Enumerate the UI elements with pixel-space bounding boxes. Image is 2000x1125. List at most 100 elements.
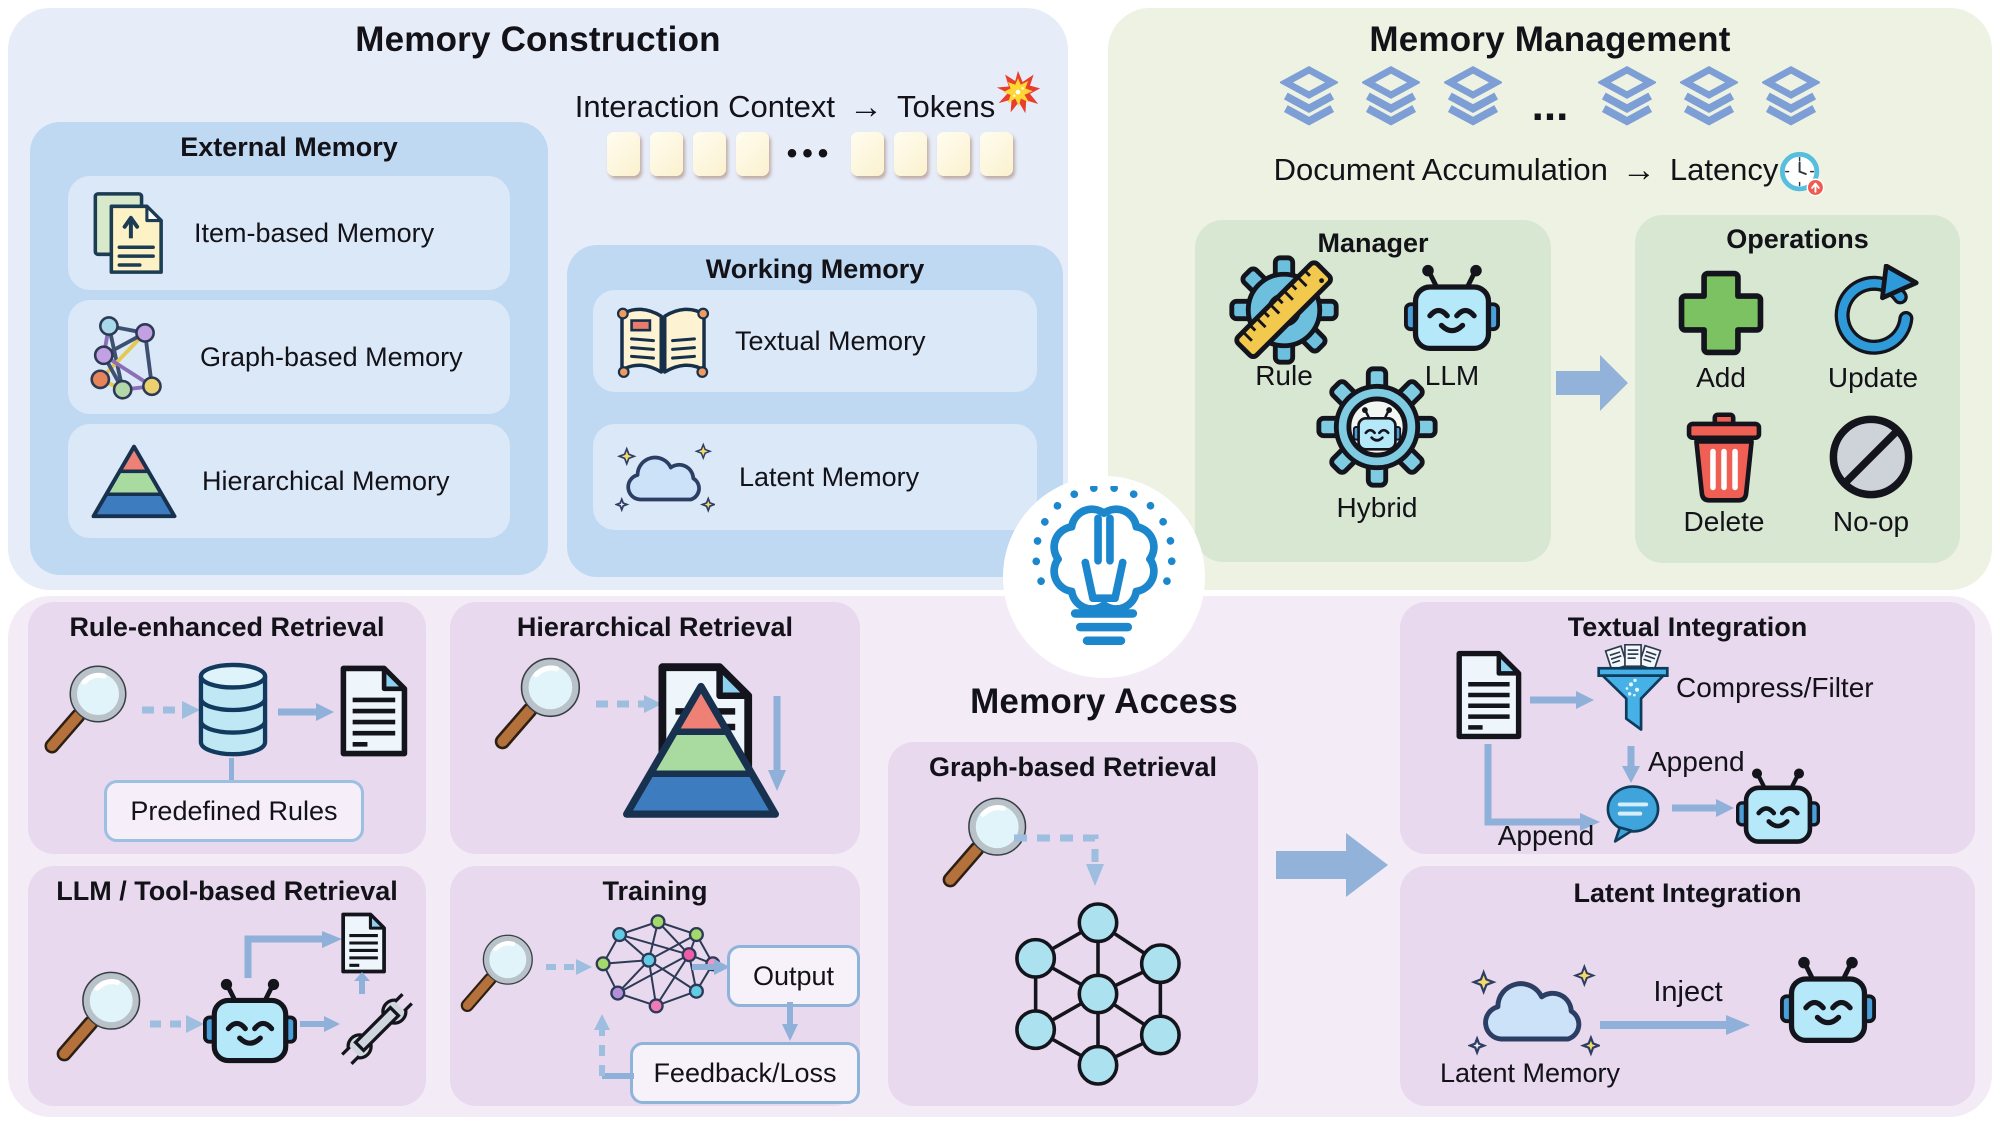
token	[894, 132, 928, 176]
token	[606, 132, 640, 176]
stacked-pages-icon	[90, 188, 170, 278]
memory-management-title: Memory Management	[1369, 20, 1731, 59]
solid-arrow	[278, 703, 334, 721]
operations-box	[1635, 215, 1960, 563]
robot-icon	[203, 976, 297, 1070]
textual-memory-row: Textual Memory	[593, 290, 1037, 392]
robot-icon	[1736, 766, 1820, 850]
access-to-integration-arrow	[1276, 833, 1388, 897]
manager-title: Manager	[1317, 228, 1429, 258]
operations-title: Operations	[1726, 224, 1869, 254]
brain-bulb-icon	[1019, 486, 1189, 656]
feedback-pill: Feedback/Loss	[630, 1042, 860, 1104]
robot-icon	[1404, 262, 1500, 358]
solid-arrow	[300, 1016, 340, 1032]
graph-retrieval-title: Graph-based Retrieval	[928, 752, 1218, 782]
textual-memory-label: Textual Memory	[735, 325, 926, 356]
funnel-icon	[1596, 644, 1670, 745]
solid-arrow	[692, 959, 730, 975]
add-label: Add	[1696, 362, 1746, 393]
sparkle-cloud-icon	[615, 438, 715, 517]
hybrid-label: Hybrid	[1336, 492, 1418, 523]
colorful-network-icon	[90, 314, 176, 400]
document-layers-row: ...	[1108, 66, 1992, 130]
item-based-memory-label: Item-based Memory	[194, 217, 435, 248]
no-entry-icon	[1824, 410, 1918, 504]
dashed-arrow	[596, 695, 662, 713]
circular-arrow-icon	[1826, 264, 1920, 358]
document-accumulation-line: Document Accumulation → Latency	[1108, 146, 1992, 194]
inject-label: Inject	[1653, 976, 1723, 1008]
document-icon	[338, 912, 388, 974]
layers-icon	[1444, 66, 1502, 126]
rule-label: Rule	[1255, 360, 1313, 391]
graph-based-memory-row: Graph-based Memory	[68, 300, 510, 414]
compress-filter-label: Compress/Filter	[1676, 672, 1874, 703]
token	[851, 132, 885, 176]
magnifier-icon	[488, 650, 592, 754]
plus-icon	[1674, 266, 1768, 360]
layers-icon	[1598, 66, 1656, 126]
solid-arrow	[1672, 799, 1734, 817]
inject-arrow	[1600, 1015, 1750, 1035]
predefined-rules-pill: Predefined Rules	[104, 780, 364, 842]
layers-icon	[1280, 66, 1338, 126]
feedback-label: Feedback/Loss	[653, 1057, 837, 1088]
output-label: Output	[752, 960, 835, 991]
delete-label: Delete	[1683, 506, 1765, 537]
gear-ruler-icon	[1226, 252, 1342, 368]
down-arrow	[782, 1002, 798, 1041]
dashed-elbow-arrow	[1014, 834, 1104, 886]
token	[692, 132, 726, 176]
update-label: Update	[1827, 362, 1919, 393]
alarm-clock-icon	[1778, 150, 1826, 198]
dashed-arrow	[150, 1015, 204, 1033]
layers-icon	[1762, 66, 1820, 126]
llm-tool-retrieval-title: LLM / Tool-based Retrieval	[56, 876, 398, 906]
down-arrow	[1622, 746, 1640, 783]
hexagon-graph-icon	[1000, 896, 1196, 1092]
llm-label: LLM	[1424, 360, 1480, 391]
interaction-context-label: Interaction Context	[574, 89, 835, 124]
feedback-elbow-arrow	[594, 1014, 634, 1079]
latency-label: Latency	[1669, 152, 1779, 187]
memory-access-title: Memory Access	[970, 682, 1238, 721]
memory-construction-title: Memory Construction	[355, 20, 721, 59]
document-accumulation-label: Document Accumulation	[1273, 152, 1608, 187]
gear-robot-icon	[1314, 364, 1440, 490]
layers-ellipsis: ...	[1531, 81, 1569, 130]
latent-memory-caption: Latent Memory	[1439, 1058, 1621, 1088]
latent-integration-box	[1400, 866, 1975, 1106]
up-arrow	[354, 972, 370, 994]
chat-bubble-icon	[1600, 780, 1666, 846]
context-arrow: →	[848, 87, 883, 126]
manager-to-operations-arrow	[1556, 355, 1628, 411]
pyramid-icon	[90, 443, 178, 519]
tokens-label: Tokens	[896, 89, 996, 124]
layers-icon	[1680, 66, 1738, 126]
token	[980, 132, 1014, 176]
external-memory-title: External Memory	[180, 132, 398, 162]
token	[937, 132, 971, 176]
explosion-icon	[995, 70, 1041, 116]
down-arrow	[768, 696, 786, 791]
document-icon	[1452, 650, 1524, 740]
wrench-icon	[336, 988, 418, 1070]
item-based-memory-row: Item-based Memory	[68, 176, 510, 290]
latent-memory-row: Latent Memory	[593, 424, 1037, 530]
hierarchical-memory-row: Hierarchical Memory	[68, 424, 510, 538]
latent-integration-title: Latent Integration	[1573, 878, 1802, 908]
token-row: •••	[570, 132, 1050, 176]
textual-integration-title: Textual Integration	[1567, 612, 1808, 642]
output-pill: Output	[727, 945, 860, 1007]
elbow-arrow-to-doc	[244, 931, 342, 978]
sparkle-cloud-icon	[1468, 958, 1600, 1062]
token	[735, 132, 769, 176]
rule-retrieval-title: Rule-enhanced Retrieval	[69, 612, 385, 642]
accumulation-arrow: →	[1621, 150, 1656, 189]
append-top-label: Append	[1648, 746, 1745, 777]
pyramid-icon	[620, 680, 782, 819]
hierarchical-retrieval-title: Hierarchical Retrieval	[516, 612, 794, 642]
rules-connector-line	[229, 758, 234, 782]
token-ellipsis: •••	[786, 137, 834, 170]
